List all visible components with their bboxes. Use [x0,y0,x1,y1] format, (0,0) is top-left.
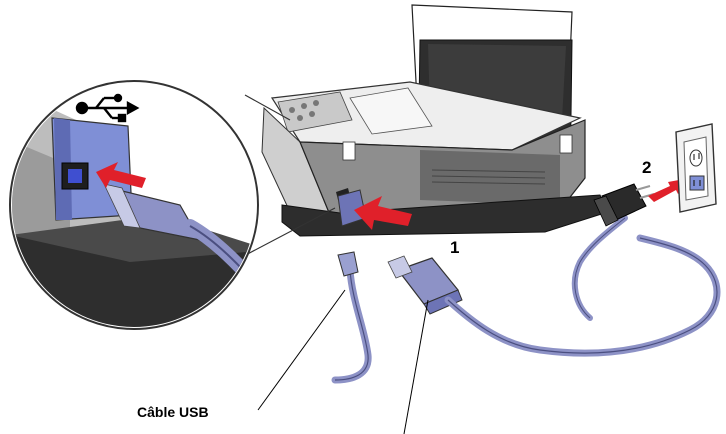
panel-button [313,100,319,106]
panel-button [301,103,307,109]
usb-symbol-icon [75,93,140,123]
plug-leader [403,299,429,434]
usb-cable [331,251,372,384]
panel-button [297,115,303,121]
wall-outlet-icon [675,123,717,213]
usb-label-leader [257,289,346,411]
step-number-2: 2 [642,158,652,177]
zoom-guide-line [244,94,291,121]
zoom-guide-line [239,207,336,259]
vent-line [431,169,546,173]
latch [559,134,573,154]
control-panel [277,91,353,133]
latch [342,141,356,161]
step-number-1: 1 [450,238,460,257]
panel-button [289,107,295,113]
arrow-icon [354,196,412,230]
usb-b-plug [387,234,721,357]
arrow-icon [96,162,146,188]
power-plug-icon [593,183,655,227]
printer [261,4,609,237]
usb-cable-label: Câble USB [137,404,209,420]
usb-socket-tongue [68,169,82,183]
vent-line [431,175,546,179]
power-cord [571,215,628,321]
vent-line [431,181,546,185]
panel-button [309,111,315,117]
zoom-detail-inset [9,80,336,330]
usb-plug-end [337,251,359,277]
scanner-glass [349,87,433,135]
